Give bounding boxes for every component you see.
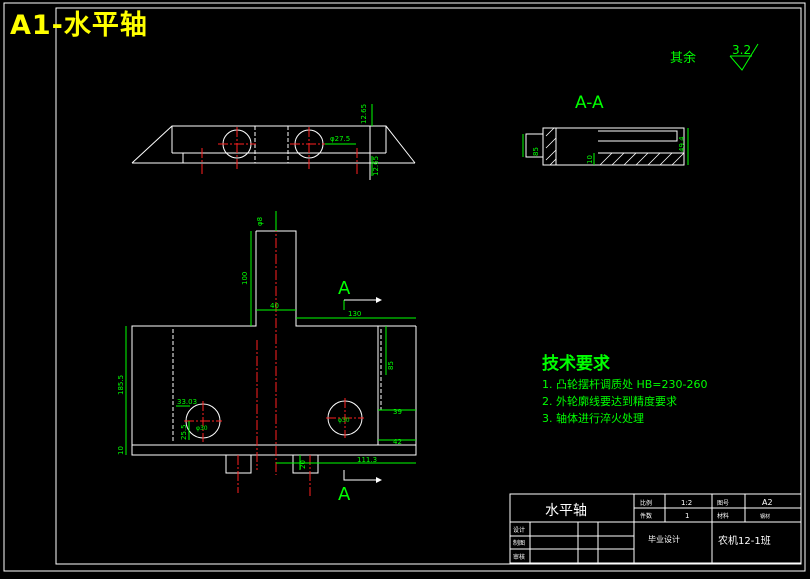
- section-dimensions: 85 49.4 10: [522, 128, 689, 165]
- title-scale-value: 1:2: [681, 499, 692, 507]
- title-review-label: 审核: [513, 553, 525, 561]
- tech-item: 3. 轴体进行淬火处理: [542, 412, 644, 425]
- dim-right-inner: 85: [387, 361, 395, 370]
- dim-lug-width: 20: [299, 460, 307, 469]
- dim-top-lower: 12.65: [372, 156, 380, 176]
- title-block-text: 水平轴 比例 1:2 图号 A2 件数 1 材料 钢材 设计 制图 审核 毕业设…: [513, 498, 773, 561]
- title-qty-value: 1: [685, 512, 689, 520]
- dim-hole-height: 25.5: [180, 424, 188, 440]
- title-material-value: 钢材: [760, 513, 770, 520]
- surface-note-value: 3.2: [732, 43, 751, 57]
- dim-section-base: 10: [586, 155, 594, 164]
- technical-requirements: 技术要求 1. 凸轮摆杆调质处 HB=230-260 2. 外轮廓线要达到精度要…: [542, 352, 707, 427]
- tech-item: 2. 外轮廓线要达到精度要求: [542, 395, 677, 408]
- title-block: [509, 493, 802, 564]
- dim-shaft-width: 40: [270, 302, 279, 310]
- cutting-plane-markers: A A: [338, 278, 382, 505]
- dim-base-thickness: 10: [117, 446, 125, 455]
- tech-item: 1. 凸轮摆杆调质处 HB=230-260: [542, 378, 708, 391]
- section-hatch: [545, 127, 685, 166]
- title-scale-label: 比例: [640, 499, 652, 507]
- title-sheet-label: 图号: [717, 500, 729, 507]
- dim-left-hole: φ30: [196, 425, 208, 432]
- top-view-centerlines: [201, 127, 358, 175]
- front-view-dimensions: φ8 100 40 130 185.5 33.03 φ30 φ30 85 39 …: [117, 211, 416, 470]
- surface-roughness-note: 其余 3.2: [670, 43, 759, 71]
- title-part-name: 水平轴: [545, 503, 587, 519]
- dim-section-depth: 85: [532, 147, 540, 156]
- dim-right-step: 39: [393, 408, 402, 416]
- title-draw-label: 制图: [513, 539, 525, 547]
- cut-mark-bottom: A: [338, 484, 351, 505]
- title-sheet-value: A2: [762, 498, 773, 507]
- dim-shaft-diameter: φ8: [256, 217, 264, 226]
- title-school: 毕业设计: [648, 534, 680, 544]
- title-design-label: 设计: [513, 526, 525, 534]
- dim-section-height: 49.4: [678, 136, 686, 152]
- section-view: [525, 127, 685, 166]
- front-view: [131, 230, 417, 474]
- front-view-centerlines: [184, 222, 364, 496]
- inner-border: [55, 7, 802, 565]
- dim-right-base: 42: [393, 438, 402, 446]
- surface-note-label: 其余: [670, 50, 696, 66]
- dim-top-upper: 12.65: [360, 104, 368, 124]
- sheet-title: A1-水平轴: [10, 10, 148, 41]
- dim-right-hole: φ30: [338, 417, 350, 424]
- dim-hole-offset: 33.03: [177, 398, 197, 406]
- title-class-code: 农机12-1班: [718, 534, 771, 547]
- cut-mark-top: A: [338, 278, 351, 299]
- dim-body-height: 185.5: [117, 375, 125, 395]
- title-material-label: 材料: [717, 512, 729, 520]
- dim-right-width: 130: [348, 310, 361, 318]
- outer-border: [3, 2, 806, 572]
- dim-base-length: 111.3: [357, 456, 377, 464]
- top-view-dimensions: 12.65 φ27.5 12.65: [325, 104, 380, 176]
- dim-top-diameter: φ27.5: [330, 135, 350, 143]
- tech-heading: 技术要求: [542, 354, 610, 374]
- title-qty-label: 件数: [640, 512, 652, 520]
- dim-shaft-height: 100: [241, 272, 249, 285]
- section-label: A-A: [575, 93, 604, 113]
